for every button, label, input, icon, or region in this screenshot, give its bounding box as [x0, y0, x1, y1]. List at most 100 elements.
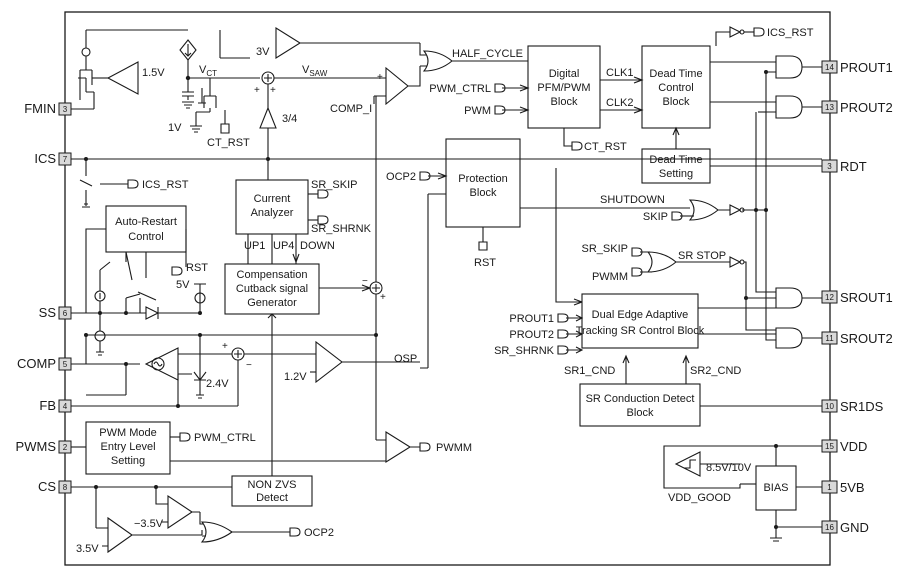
current-source-icon	[94, 330, 106, 342]
deadtime-control-block	[641, 45, 711, 129]
pin-number: 15	[825, 442, 834, 451]
prout2-in-label: PROUT2	[509, 329, 554, 341]
pin-name: PROUT1	[840, 60, 893, 75]
block-label: Dead Time	[649, 68, 702, 80]
pin-name: 5VB	[840, 480, 865, 495]
pin-name: GND	[840, 520, 869, 535]
block-label: Dual Edge Adaptive	[592, 309, 689, 321]
input-port-icon	[671, 211, 683, 221]
block-label: Entry Level	[100, 441, 155, 453]
block-label: Analyzer	[251, 207, 294, 219]
prout1-in-label: PROUT1	[509, 313, 554, 325]
input-port-icon	[631, 267, 643, 277]
diode-icon	[145, 306, 160, 320]
digital-pfm-pwm-block	[527, 45, 601, 129]
ct-rst-label: CT_RST	[207, 137, 250, 149]
vsaw-label: VSAW	[302, 64, 328, 78]
pin-number: 5	[63, 360, 68, 369]
protection-block	[445, 138, 521, 228]
vdd-uvlo-label: 8.5V/10V	[706, 462, 752, 474]
v3-label: 3V	[256, 46, 270, 58]
ratio-label: 3/4	[282, 113, 297, 125]
pin-number: 2	[63, 443, 68, 452]
pin-number: 6	[63, 309, 68, 318]
down-label: DOWN	[300, 240, 335, 252]
input-port-icon	[494, 83, 506, 93]
pin-name: RDT	[840, 159, 867, 174]
pin-fb: 4 FB	[39, 398, 72, 413]
sr-stop-or-gate	[646, 251, 677, 273]
block-label: Block	[551, 96, 578, 108]
output-port-icon	[317, 215, 329, 225]
current-analyzer-block	[235, 179, 309, 235]
dual-edge-tracking-block	[581, 293, 699, 349]
prout2-and-gate	[775, 95, 803, 119]
pin-number: 12	[825, 293, 834, 302]
block-label: SR Conduction Detect	[586, 393, 695, 405]
pin-number: 1	[827, 483, 832, 492]
block-label: BIAS	[763, 482, 788, 494]
sr-skip-in-label: SR_SKIP	[582, 243, 628, 255]
pin-name: SR1DS	[840, 399, 884, 414]
pin-cs: 8 CS	[38, 479, 72, 494]
osp-label: OSP	[394, 353, 417, 365]
v1-label: 1V	[168, 122, 182, 134]
output-port-icon	[419, 442, 431, 452]
prout1-and-gate	[775, 55, 803, 79]
pin-rdt: 3 RDT	[821, 159, 867, 174]
shutdown-label: SHUTDOWN	[600, 194, 665, 206]
nonzvs-block	[231, 475, 313, 507]
block-label: Tracking SR Control Block	[576, 325, 705, 337]
pin-comp: 5 COMP	[17, 356, 72, 371]
uvlo-comparator	[674, 451, 701, 477]
pin-ss: 6 SS	[39, 305, 72, 320]
block-label: Generator	[247, 297, 297, 309]
pin-name: SS	[39, 305, 57, 320]
plus-sign: +	[377, 72, 383, 83]
plus-sign: +	[254, 85, 260, 96]
sr-conduction-detect-block	[579, 383, 701, 427]
v24-label: 2.4V	[206, 378, 229, 390]
block-label: PWM Mode	[99, 427, 156, 439]
pin-name: VDD	[840, 439, 867, 454]
input-port-icon	[127, 179, 139, 189]
block-label: Control	[658, 82, 693, 94]
pin-vdd: 15 VDD	[821, 439, 867, 454]
autorestart-block	[105, 205, 187, 253]
input-port-icon	[557, 313, 569, 323]
pin-name: SROUT2	[840, 331, 893, 346]
pin-fmin: 3 FMIN	[24, 101, 72, 116]
plus-sign: +	[270, 85, 276, 96]
pin-number: 3	[63, 105, 68, 114]
pin-number: 11	[825, 334, 834, 343]
v35-label: 3.5V	[76, 543, 99, 555]
ocp-comparator-low	[107, 516, 133, 554]
block-label: Protection	[458, 173, 508, 185]
v5-label: 5V	[176, 279, 190, 291]
ct-rst-out-label: CT_RST	[584, 141, 627, 153]
block-label: Detect	[256, 492, 288, 504]
clk2-label: CLK2	[606, 97, 634, 109]
pwmm-in-label: PWMM	[592, 271, 628, 283]
pin-name: CS	[38, 479, 56, 494]
shutdown-or-gate	[688, 199, 719, 221]
up4-label: UP4	[273, 240, 294, 252]
block-label: Block	[627, 407, 654, 419]
input-port-icon	[557, 329, 569, 339]
sr2-cnd-label: SR2_CND	[690, 365, 741, 377]
current-source-icon	[81, 47, 91, 57]
half-cycle-label: HALF_CYCLE	[452, 48, 523, 60]
output-port-icon	[753, 27, 765, 37]
v15-label: 1.5V	[142, 67, 165, 79]
ocp2-label: OCP2	[304, 527, 334, 539]
ics-rst-out-label: ICS_RST	[767, 27, 814, 39]
scale-3-4-amp	[259, 106, 277, 129]
pwm-ctrl-out-label: PWM_CTRL	[194, 432, 256, 444]
pin-number: 8	[63, 483, 68, 492]
output-port-icon	[317, 189, 329, 199]
buffer-icon	[729, 256, 742, 268]
sr-skip-label: SR_SKIP	[311, 179, 357, 191]
up1-label: UP1	[244, 240, 265, 252]
pin-name: ICS	[34, 151, 56, 166]
